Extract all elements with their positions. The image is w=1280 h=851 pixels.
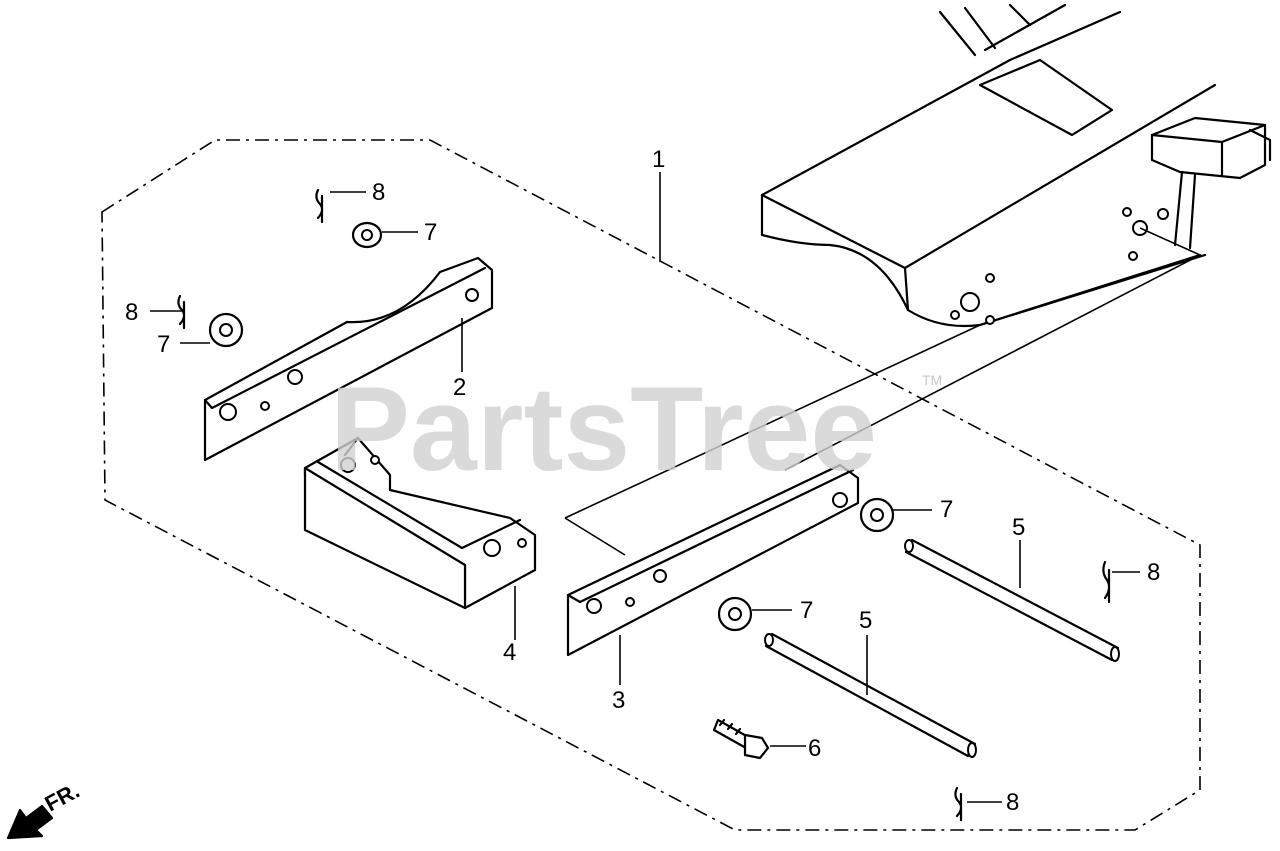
- callout-3: 3: [612, 687, 625, 714]
- callout-8: 8: [125, 299, 138, 326]
- guide-line: [784, 254, 1201, 471]
- washer-part-7: [351, 221, 383, 249]
- bar-part-3: [566, 463, 860, 657]
- callout-5: 5: [859, 607, 872, 634]
- watermark-trademark: TM: [922, 372, 942, 388]
- callout-8: 8: [1006, 789, 1019, 816]
- guide-line: [564, 324, 981, 519]
- washer-part-7: [859, 497, 895, 533]
- washer-part-7: [717, 596, 753, 632]
- front-direction-indicator: FR.: [6, 778, 84, 840]
- bolt-part-6: [712, 718, 770, 760]
- clip-part-8: [954, 786, 963, 822]
- assembly-boundary: [101, 139, 1201, 831]
- callout-4: 4: [503, 639, 516, 666]
- clip-part-8: [315, 188, 324, 224]
- bracket-part-2: [203, 256, 494, 462]
- pin-part-5-lower: [764, 632, 977, 758]
- leader-lines: [150, 172, 1140, 803]
- callout-6: 6: [808, 735, 821, 762]
- guide-line: [564, 517, 626, 556]
- watermark-brand: PartsTree: [330, 362, 877, 496]
- callout-7: 7: [800, 597, 813, 624]
- pin-part-5-upper: [904, 538, 1120, 662]
- bracket-part-4: [303, 436, 537, 610]
- callout-5: 5: [1012, 514, 1025, 541]
- clip-part-8: [1102, 560, 1111, 604]
- front-arrow-icon: [6, 804, 54, 840]
- callout-2: 2: [453, 374, 466, 401]
- clip-part-8: [177, 294, 186, 330]
- guide-line: [1139, 227, 1201, 256]
- washer-part-7: [208, 312, 244, 348]
- callout-8: 8: [1147, 559, 1160, 586]
- tractor-frame: [760, 3, 1272, 328]
- callout-7: 7: [424, 219, 437, 246]
- callout-7: 7: [940, 496, 953, 523]
- callout-1: 1: [652, 146, 665, 173]
- callout-8: 8: [372, 179, 385, 206]
- callout-7: 7: [157, 331, 170, 358]
